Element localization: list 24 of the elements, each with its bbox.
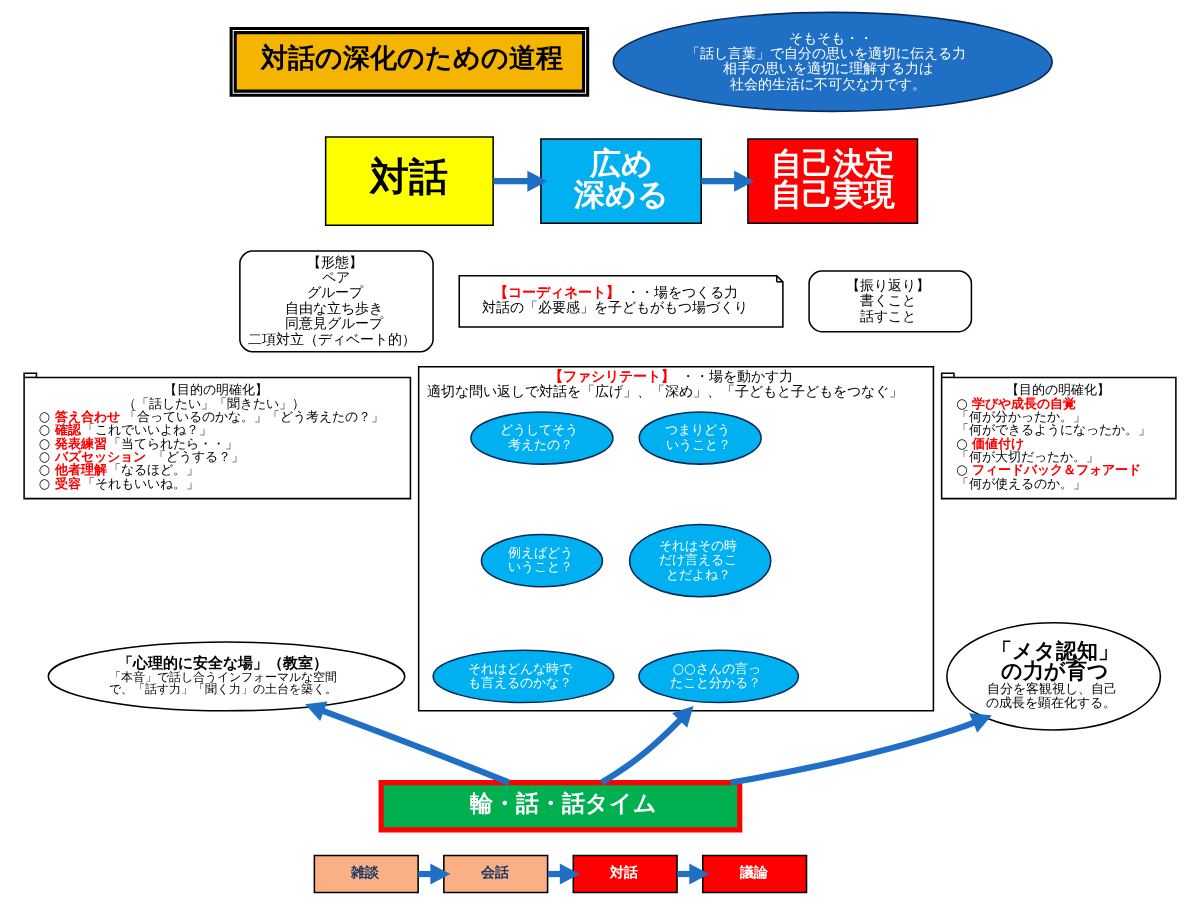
arrow <box>730 713 992 786</box>
node-ellipse: 例えばどういうこと？ <box>480 533 604 588</box>
node-box: 広め 深める <box>540 138 702 225</box>
node-ellipse: どうしてそう考えたの？ <box>470 411 614 465</box>
node-box: 対話 <box>572 854 678 894</box>
arrow <box>493 170 548 192</box>
node-box: 【振り返り】 書くこと 話すこと <box>808 270 973 333</box>
node-box: 議論 <box>702 854 808 894</box>
node-ellipse: 「心理的に安全な場」（教室） 「本音」で話し合うインフォーマルな空間で、「話す力」「聞く力」の土台を築く。 <box>47 641 406 712</box>
arrow <box>600 706 694 786</box>
node-ellipse: ○○さんの言ったこと分かる？ <box>638 649 800 704</box>
arrow <box>305 701 511 786</box>
node-box: 雑談 <box>313 854 419 894</box>
node-ellipse: つまりどういうこと？ <box>638 411 762 465</box>
arrow <box>701 170 755 192</box>
node-box: 会話 <box>443 854 549 894</box>
node-ellipse: それはその時だけ言えることだよね？ <box>628 523 772 598</box>
node-box: 自己決定 自己実現 <box>747 138 919 225</box>
node-box: 【形態】 ペア グループ 自由な立ち歩き 同意見グループ 二項対立（ディベート的） <box>239 250 434 353</box>
node-box: 対話 <box>324 136 494 227</box>
node-ellipse: そもそも・・ 「話し言葉」で自分の思いを適切に伝える力 相手の思いを適切に理解する力は社会的生活に不可欠な力です。 <box>612 11 1053 113</box>
node-box: 輪・話・話タイム <box>378 780 743 833</box>
node-ellipse: それはどんな時でも言えるのかな？ <box>432 649 615 704</box>
node-box: 対話の深化のための道程 <box>229 26 590 97</box>
